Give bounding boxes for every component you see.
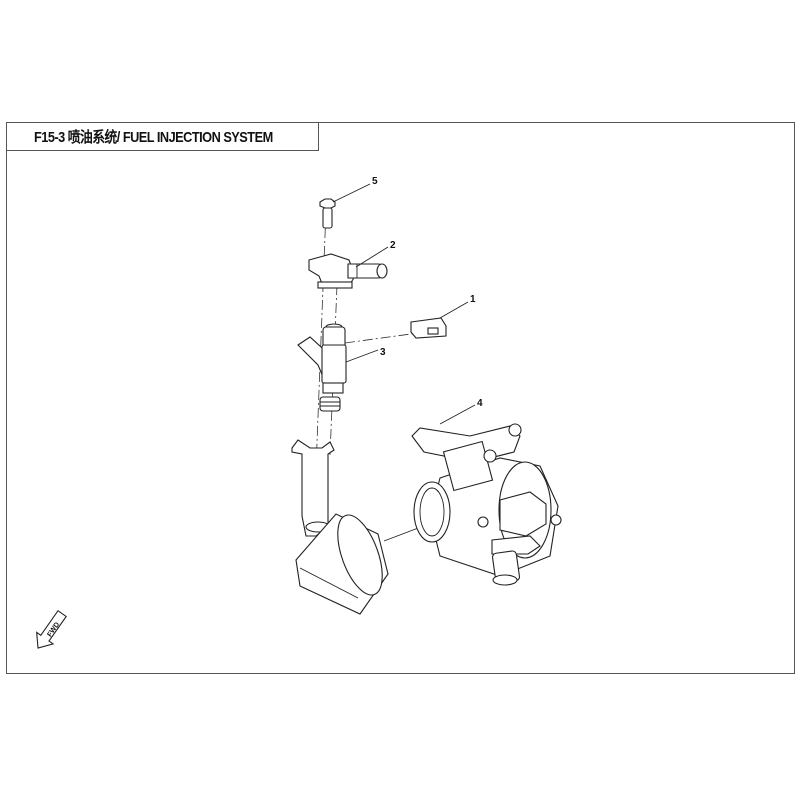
part-fuel-connector[interactable] xyxy=(308,253,388,289)
callout-5: 5 xyxy=(332,176,378,203)
svg-text:3: 3 xyxy=(380,347,386,358)
part-throttle-body[interactable] xyxy=(411,423,562,586)
callout-3: 3 xyxy=(345,347,386,363)
part-bolt[interactable] xyxy=(319,198,336,229)
page-title: F15-3 喷油系统/ FUEL INJECTION SYSTEM xyxy=(34,129,273,146)
assembly-axis-clip xyxy=(344,332,419,344)
svg-text:4: 4 xyxy=(477,398,483,409)
callout-1: 1 xyxy=(439,294,476,319)
part-fuel-injector[interactable] xyxy=(297,323,347,412)
svg-text:2: 2 xyxy=(390,240,396,251)
diagram-frame xyxy=(6,122,795,674)
part-intake-manifold[interactable] xyxy=(291,439,391,615)
callout-2: 2 xyxy=(355,240,396,268)
svg-text:1: 1 xyxy=(470,294,476,305)
fwd-arrow-icon: FWD xyxy=(36,609,67,649)
part-injector-clip[interactable] xyxy=(410,317,447,339)
title-box: F15-3 喷油系统/ FUEL INJECTION SYSTEM xyxy=(6,122,319,151)
svg-text:5: 5 xyxy=(372,176,378,187)
callout-4: 4 xyxy=(439,398,483,425)
